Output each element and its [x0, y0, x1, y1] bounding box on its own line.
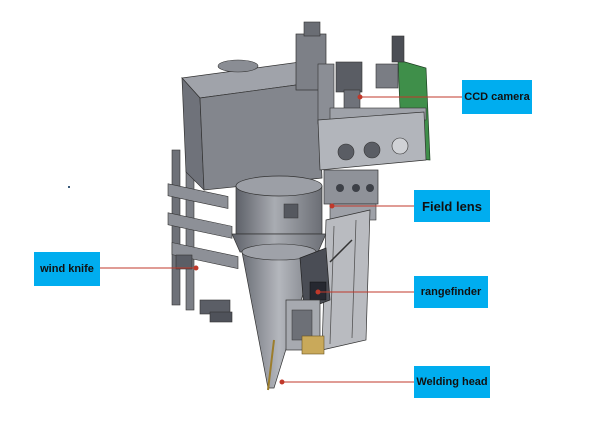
rangefinder-label: rangefinder	[414, 276, 488, 308]
leader-lines	[100, 94, 462, 385]
lens-barrel	[231, 175, 327, 253]
ccd-camera-label: CCD camera	[462, 80, 532, 114]
ccd-camera-module	[317, 35, 431, 171]
field-lens-label: Field lens	[414, 190, 490, 222]
wind-knife-frame	[167, 149, 239, 323]
welding-head-label: Welding head	[414, 366, 490, 398]
slide-rail	[321, 209, 371, 351]
wind-knife-label: wind knife	[34, 252, 100, 286]
welding-head-bracket	[267, 299, 325, 391]
scanner-housing	[181, 59, 323, 191]
stray-dot	[68, 186, 70, 188]
nozzle-cone	[241, 243, 317, 389]
